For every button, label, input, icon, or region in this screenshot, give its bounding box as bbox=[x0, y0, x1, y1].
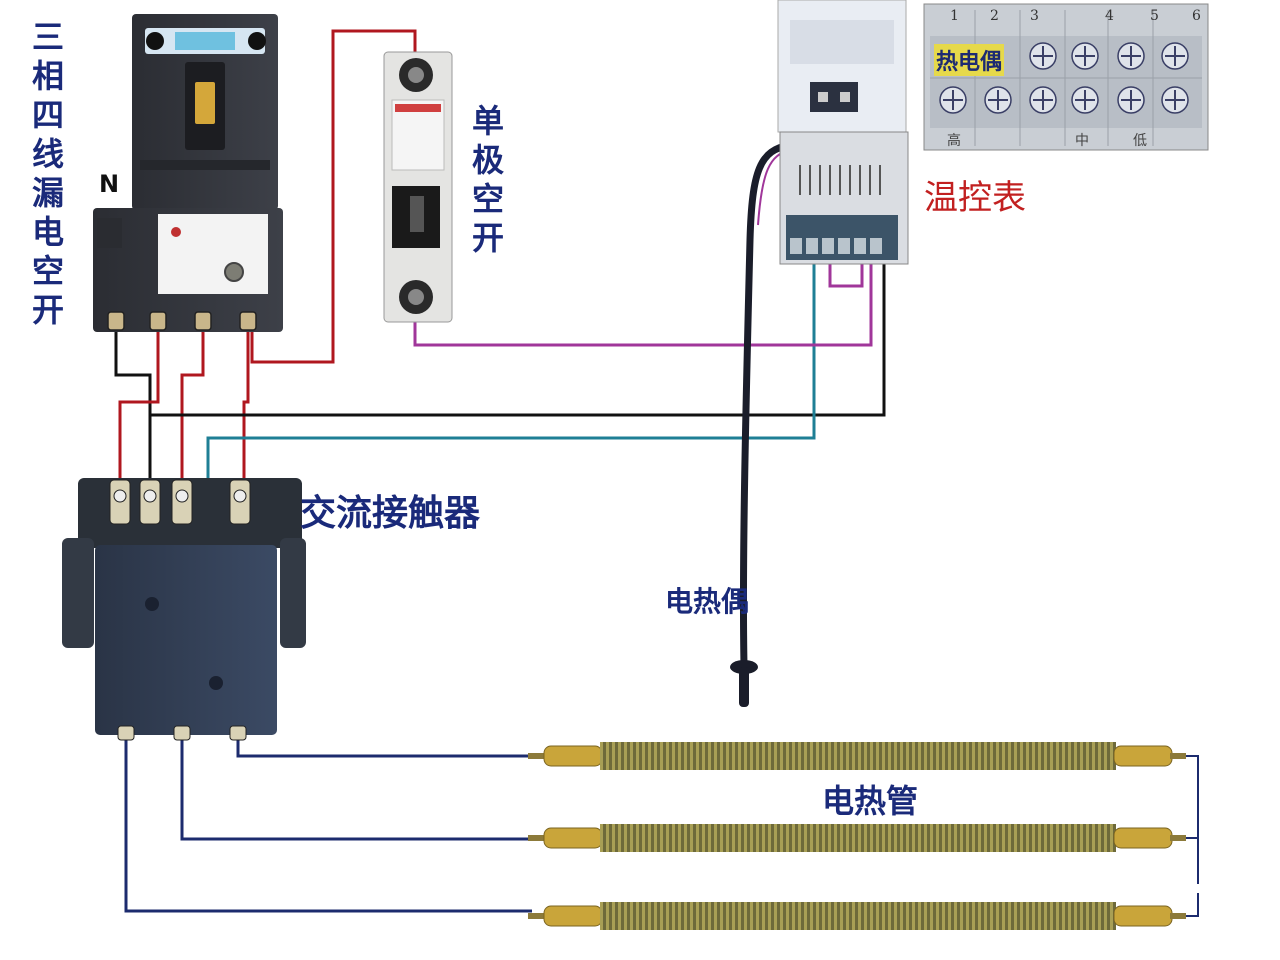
main-breaker-label: 三 相 四 线 漏 电 空 开 bbox=[31, 18, 64, 329]
terminal-number-1: 1 bbox=[950, 8, 959, 24]
terminal-number-2: 2 bbox=[990, 8, 999, 24]
heating-tubes bbox=[528, 742, 1186, 930]
wire-star-bridge bbox=[1175, 755, 1199, 884]
wire-phase-red-2 bbox=[180, 330, 205, 480]
wire-black-to-controller bbox=[150, 262, 886, 417]
contactor-label: 交流接触器 bbox=[300, 493, 481, 534]
terminal-panel bbox=[923, 3, 1209, 151]
wire-red-to-single-pole bbox=[250, 29, 417, 364]
ac-contactor bbox=[62, 478, 306, 741]
terminal-bottom-label: 中 bbox=[1075, 133, 1089, 149]
wire-star-low bbox=[1175, 893, 1199, 917]
temp-controller-label: 温控表 bbox=[924, 178, 1026, 218]
wire-out-1 bbox=[236, 736, 532, 758]
terminal-bottom-label: 低 bbox=[1133, 133, 1147, 149]
thermocouple-label: 电热偶 bbox=[665, 585, 750, 618]
terminal-number-3: 3 bbox=[1030, 8, 1039, 24]
single-pole-breaker bbox=[383, 51, 453, 323]
terminal-number-5: 5 bbox=[1150, 8, 1159, 24]
wire-out-2 bbox=[180, 736, 532, 841]
wire-phase-red-3 bbox=[242, 330, 250, 480]
main-rcd-breaker bbox=[93, 14, 283, 332]
terminal-thermocouple-label: 热电偶 bbox=[934, 44, 1005, 76]
single-pole-breaker-label: 单 极 空 开 bbox=[471, 102, 504, 257]
wire-teal-to-controller bbox=[206, 262, 816, 480]
wire-out-3 bbox=[124, 736, 532, 913]
wire-purple-jumper bbox=[828, 262, 864, 288]
terminal-number-4: 4 bbox=[1105, 8, 1114, 24]
terminal-number-6: 6 bbox=[1192, 8, 1201, 24]
terminal-bottom-label: 高 bbox=[947, 133, 961, 149]
heating-tube-3 bbox=[528, 902, 1186, 930]
heating-tube-1 bbox=[528, 742, 1186, 770]
temperature-controller-unit bbox=[777, 0, 909, 265]
heating-tube-2 bbox=[528, 824, 1186, 852]
wire-neutral-black bbox=[114, 330, 152, 480]
heating-tube-label: 电热管 bbox=[822, 782, 919, 820]
wire-purple-to-controller bbox=[413, 262, 873, 347]
neutral-label: N bbox=[99, 170, 120, 198]
wires bbox=[114, 29, 1199, 917]
wire-phase-red-1 bbox=[118, 330, 160, 480]
